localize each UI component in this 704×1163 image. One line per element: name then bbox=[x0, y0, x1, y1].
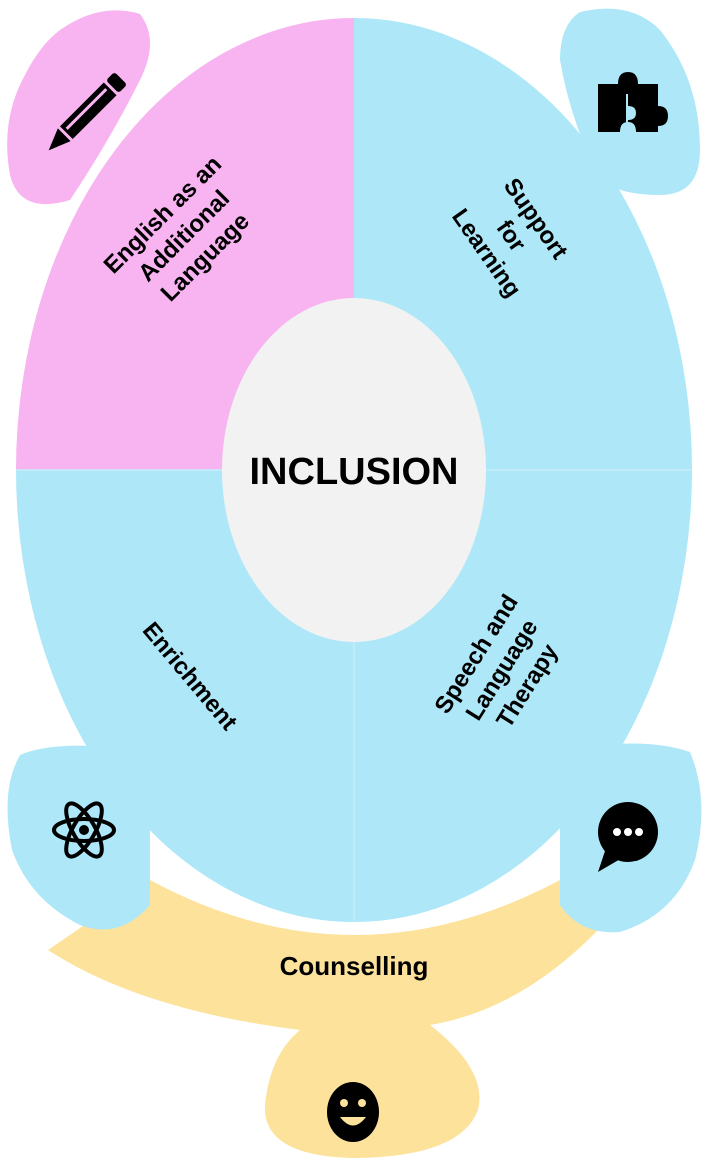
smiley-icon bbox=[327, 1082, 379, 1142]
pencil-icon bbox=[48, 73, 126, 151]
enrichment-lobe bbox=[7, 745, 150, 930]
atom-icon bbox=[52, 801, 116, 859]
counselling-label: Counselling bbox=[280, 951, 429, 981]
center-circle bbox=[222, 298, 486, 642]
speech-bubble-icon bbox=[598, 802, 658, 872]
center-label: INCLUSION bbox=[250, 451, 459, 493]
eal-lobe bbox=[7, 10, 151, 205]
puzzle-icon bbox=[598, 72, 668, 132]
counselling-segment[interactable] bbox=[48, 880, 598, 1158]
